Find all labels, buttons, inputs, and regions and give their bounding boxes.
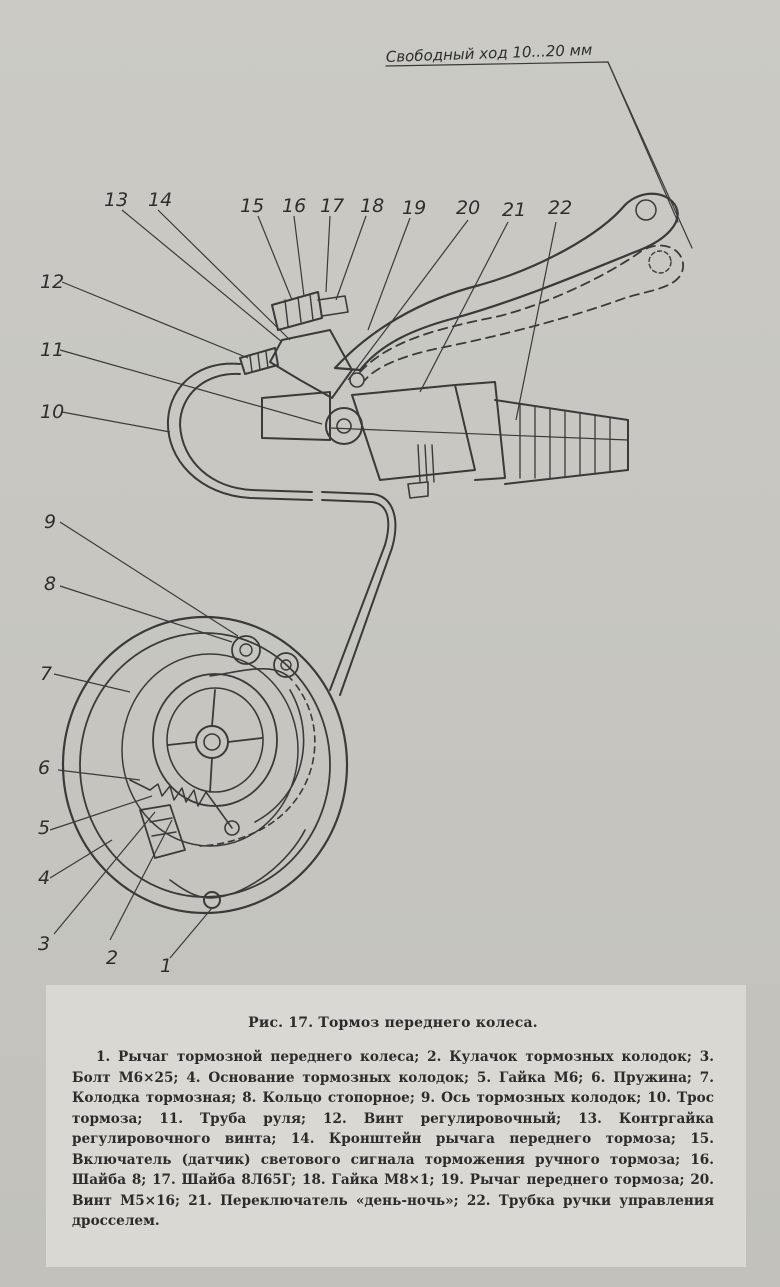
brake-drum — [61, 615, 349, 915]
callout-22: 22 — [548, 197, 572, 219]
callout-15: 15 — [240, 195, 264, 217]
front-brake-diagram: Свободный ход 10...20 мм — [38, 41, 693, 977]
callout-6: 6 — [38, 757, 50, 779]
callout-12: 12 — [40, 271, 64, 293]
callout-14: 14 — [148, 189, 172, 211]
callout-leaders — [49, 209, 557, 959]
free-play-leader-2 — [607, 61, 693, 249]
callout-20: 20 — [456, 197, 480, 219]
callout-11: 11 — [40, 339, 64, 361]
callout-16: 16 — [282, 195, 306, 217]
callout-19: 19 — [402, 197, 426, 219]
callout-7: 7 — [40, 663, 52, 685]
free-play-note: Свободный ход 10...20 мм — [386, 41, 593, 66]
figure-title: Рис. 17. Тормоз переднего колеса. — [248, 1015, 538, 1031]
callout-10: 10 — [40, 401, 64, 423]
brake-cable — [166, 362, 397, 696]
callout-17: 17 — [320, 195, 344, 217]
callout-18: 18 — [360, 195, 384, 217]
callout-2: 2 — [106, 947, 118, 969]
callout-1: 1 — [160, 955, 172, 977]
callout-9: 9 — [44, 511, 56, 533]
callout-8: 8 — [44, 573, 56, 595]
handlebar-assembly — [239, 291, 629, 499]
callout-13: 13 — [104, 189, 128, 211]
figure-caption: Рис. 17. Тормоз переднего колеса. 1. Рыч… — [46, 985, 746, 1267]
callout-4: 4 — [38, 867, 50, 889]
scan-edge-band — [746, 985, 780, 1075]
brake-lever-pressed — [359, 244, 684, 381]
callout-5: 5 — [38, 817, 50, 839]
callout-numbers: 1 2 3 4 5 6 7 8 9 10 11 12 13 14 15 16 1… — [38, 189, 572, 977]
brake-lever — [333, 192, 679, 372]
callout-3: 3 — [38, 933, 50, 955]
callout-21: 21 — [502, 199, 526, 221]
figure-legend: 1. Рычаг тормозной переднего колеса; 2. … — [72, 1049, 714, 1229]
